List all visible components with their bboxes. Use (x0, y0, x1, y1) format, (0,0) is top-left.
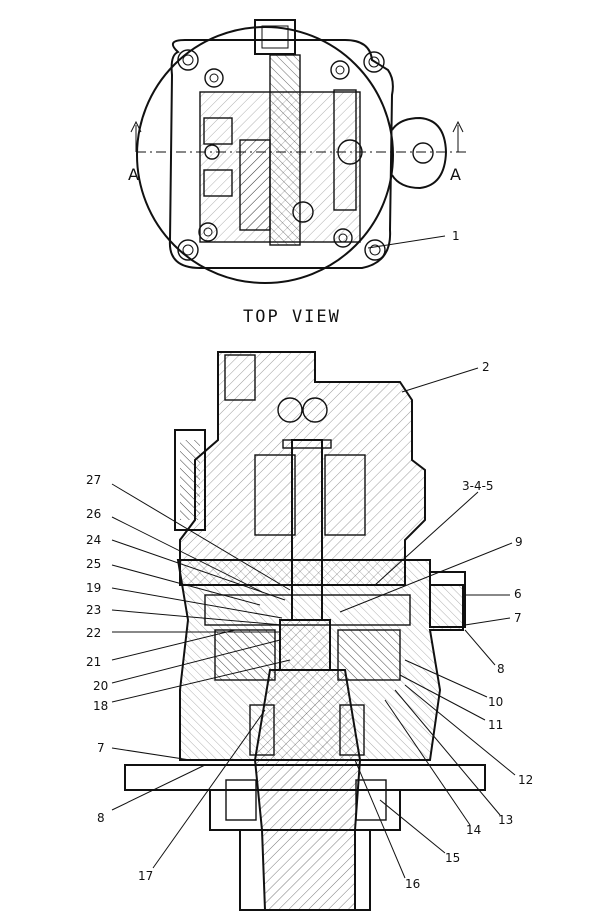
leader-lines (111, 235, 516, 879)
callout-3-4-5: 3-4-5 (462, 479, 494, 493)
callout-numbers: 1 2 3-4-5 9 6 7 8 10 11 12 13 14 15 16 1… (86, 229, 533, 891)
section-label-right: A (450, 165, 461, 184)
callout-13: 13 (498, 813, 513, 827)
bearing-right (355, 779, 387, 821)
right-ear (391, 116, 448, 190)
planet-gear-left (214, 629, 276, 681)
callout-16: 16 (405, 877, 420, 891)
planet-gear-right (337, 629, 401, 681)
section-label-left: A (128, 165, 139, 184)
callout-15: 15 (445, 851, 460, 865)
callout-8-right: 8 (497, 662, 505, 676)
outer-housing-circle (136, 26, 394, 284)
callout-1: 1 (452, 229, 460, 243)
output-shaft (253, 669, 362, 911)
callout-27: 27 (86, 473, 101, 487)
callout-2: 2 (482, 360, 490, 374)
callout-21: 21 (86, 655, 101, 669)
callout-18: 18 (93, 699, 108, 713)
carrier-plate (204, 594, 411, 626)
top-fitting (254, 19, 296, 55)
callout-20: 20 (93, 679, 108, 693)
callout-24: 24 (86, 533, 101, 547)
square-flange (168, 39, 394, 269)
top-view-drawing (130, 19, 470, 284)
callout-26: 26 (86, 507, 101, 521)
callout-14: 14 (466, 823, 481, 837)
callout-23: 23 (86, 603, 101, 617)
callout-9: 9 (515, 535, 523, 549)
callout-17: 17 (138, 869, 153, 883)
callout-10: 10 (488, 695, 503, 709)
bearing-left (225, 779, 257, 821)
top-view-title: TOP VIEW (243, 307, 341, 327)
callout-22: 22 (86, 626, 101, 640)
callout-8-left: 8 (97, 811, 105, 825)
section-view-drawing (124, 351, 486, 911)
callout-25: 25 (86, 557, 101, 571)
callout-7-right: 7 (514, 611, 522, 625)
callout-19: 19 (86, 581, 101, 595)
callout-11: 11 (488, 718, 503, 732)
callout-6: 6 (514, 587, 522, 601)
callout-12: 12 (518, 773, 533, 787)
side-port (429, 571, 466, 628)
ear-hole (412, 142, 434, 164)
callout-7-left: 7 (97, 741, 105, 755)
